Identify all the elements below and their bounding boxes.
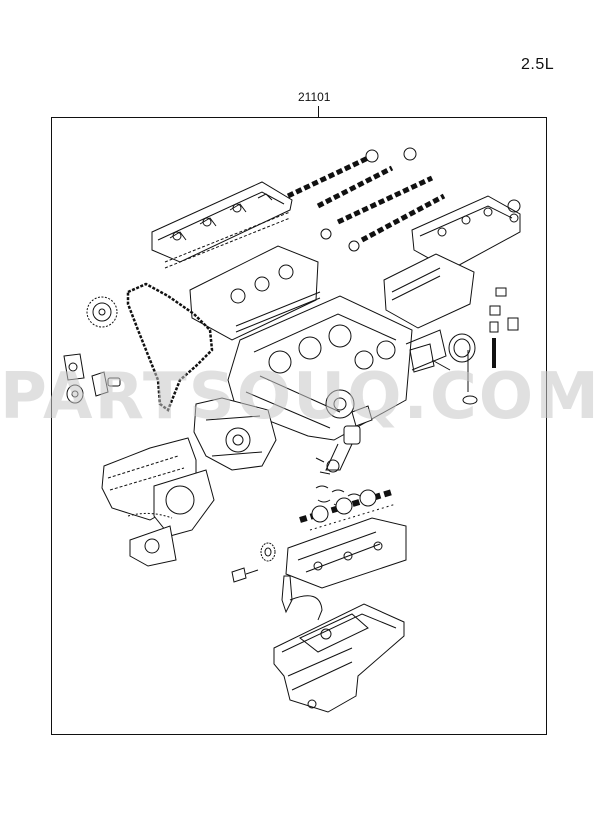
camshafts <box>288 148 444 251</box>
left-head-cover <box>152 182 292 268</box>
valve-train-parts <box>463 288 518 404</box>
cylinder-heads <box>190 246 474 340</box>
cylinder-block <box>228 296 446 440</box>
timing-belt-covers <box>102 438 214 566</box>
front-cover <box>194 398 276 470</box>
oil-pan <box>274 604 404 712</box>
oil-strainer <box>282 576 322 620</box>
callout-leader-line <box>318 106 319 118</box>
assembly-frame <box>51 117 547 735</box>
piston-and-rod <box>316 406 372 474</box>
oil-seals <box>410 334 475 372</box>
crank-sprocket <box>232 543 275 582</box>
right-head-cover <box>412 196 520 270</box>
timing-belt-assembly <box>87 284 212 410</box>
engine-variant-label: 2.5L <box>521 56 555 73</box>
tensioner-parts <box>64 354 120 403</box>
part-number-callout[interactable]: 21101 <box>298 90 331 104</box>
lower-crankcase <box>286 518 406 588</box>
crankshaft <box>300 490 396 530</box>
